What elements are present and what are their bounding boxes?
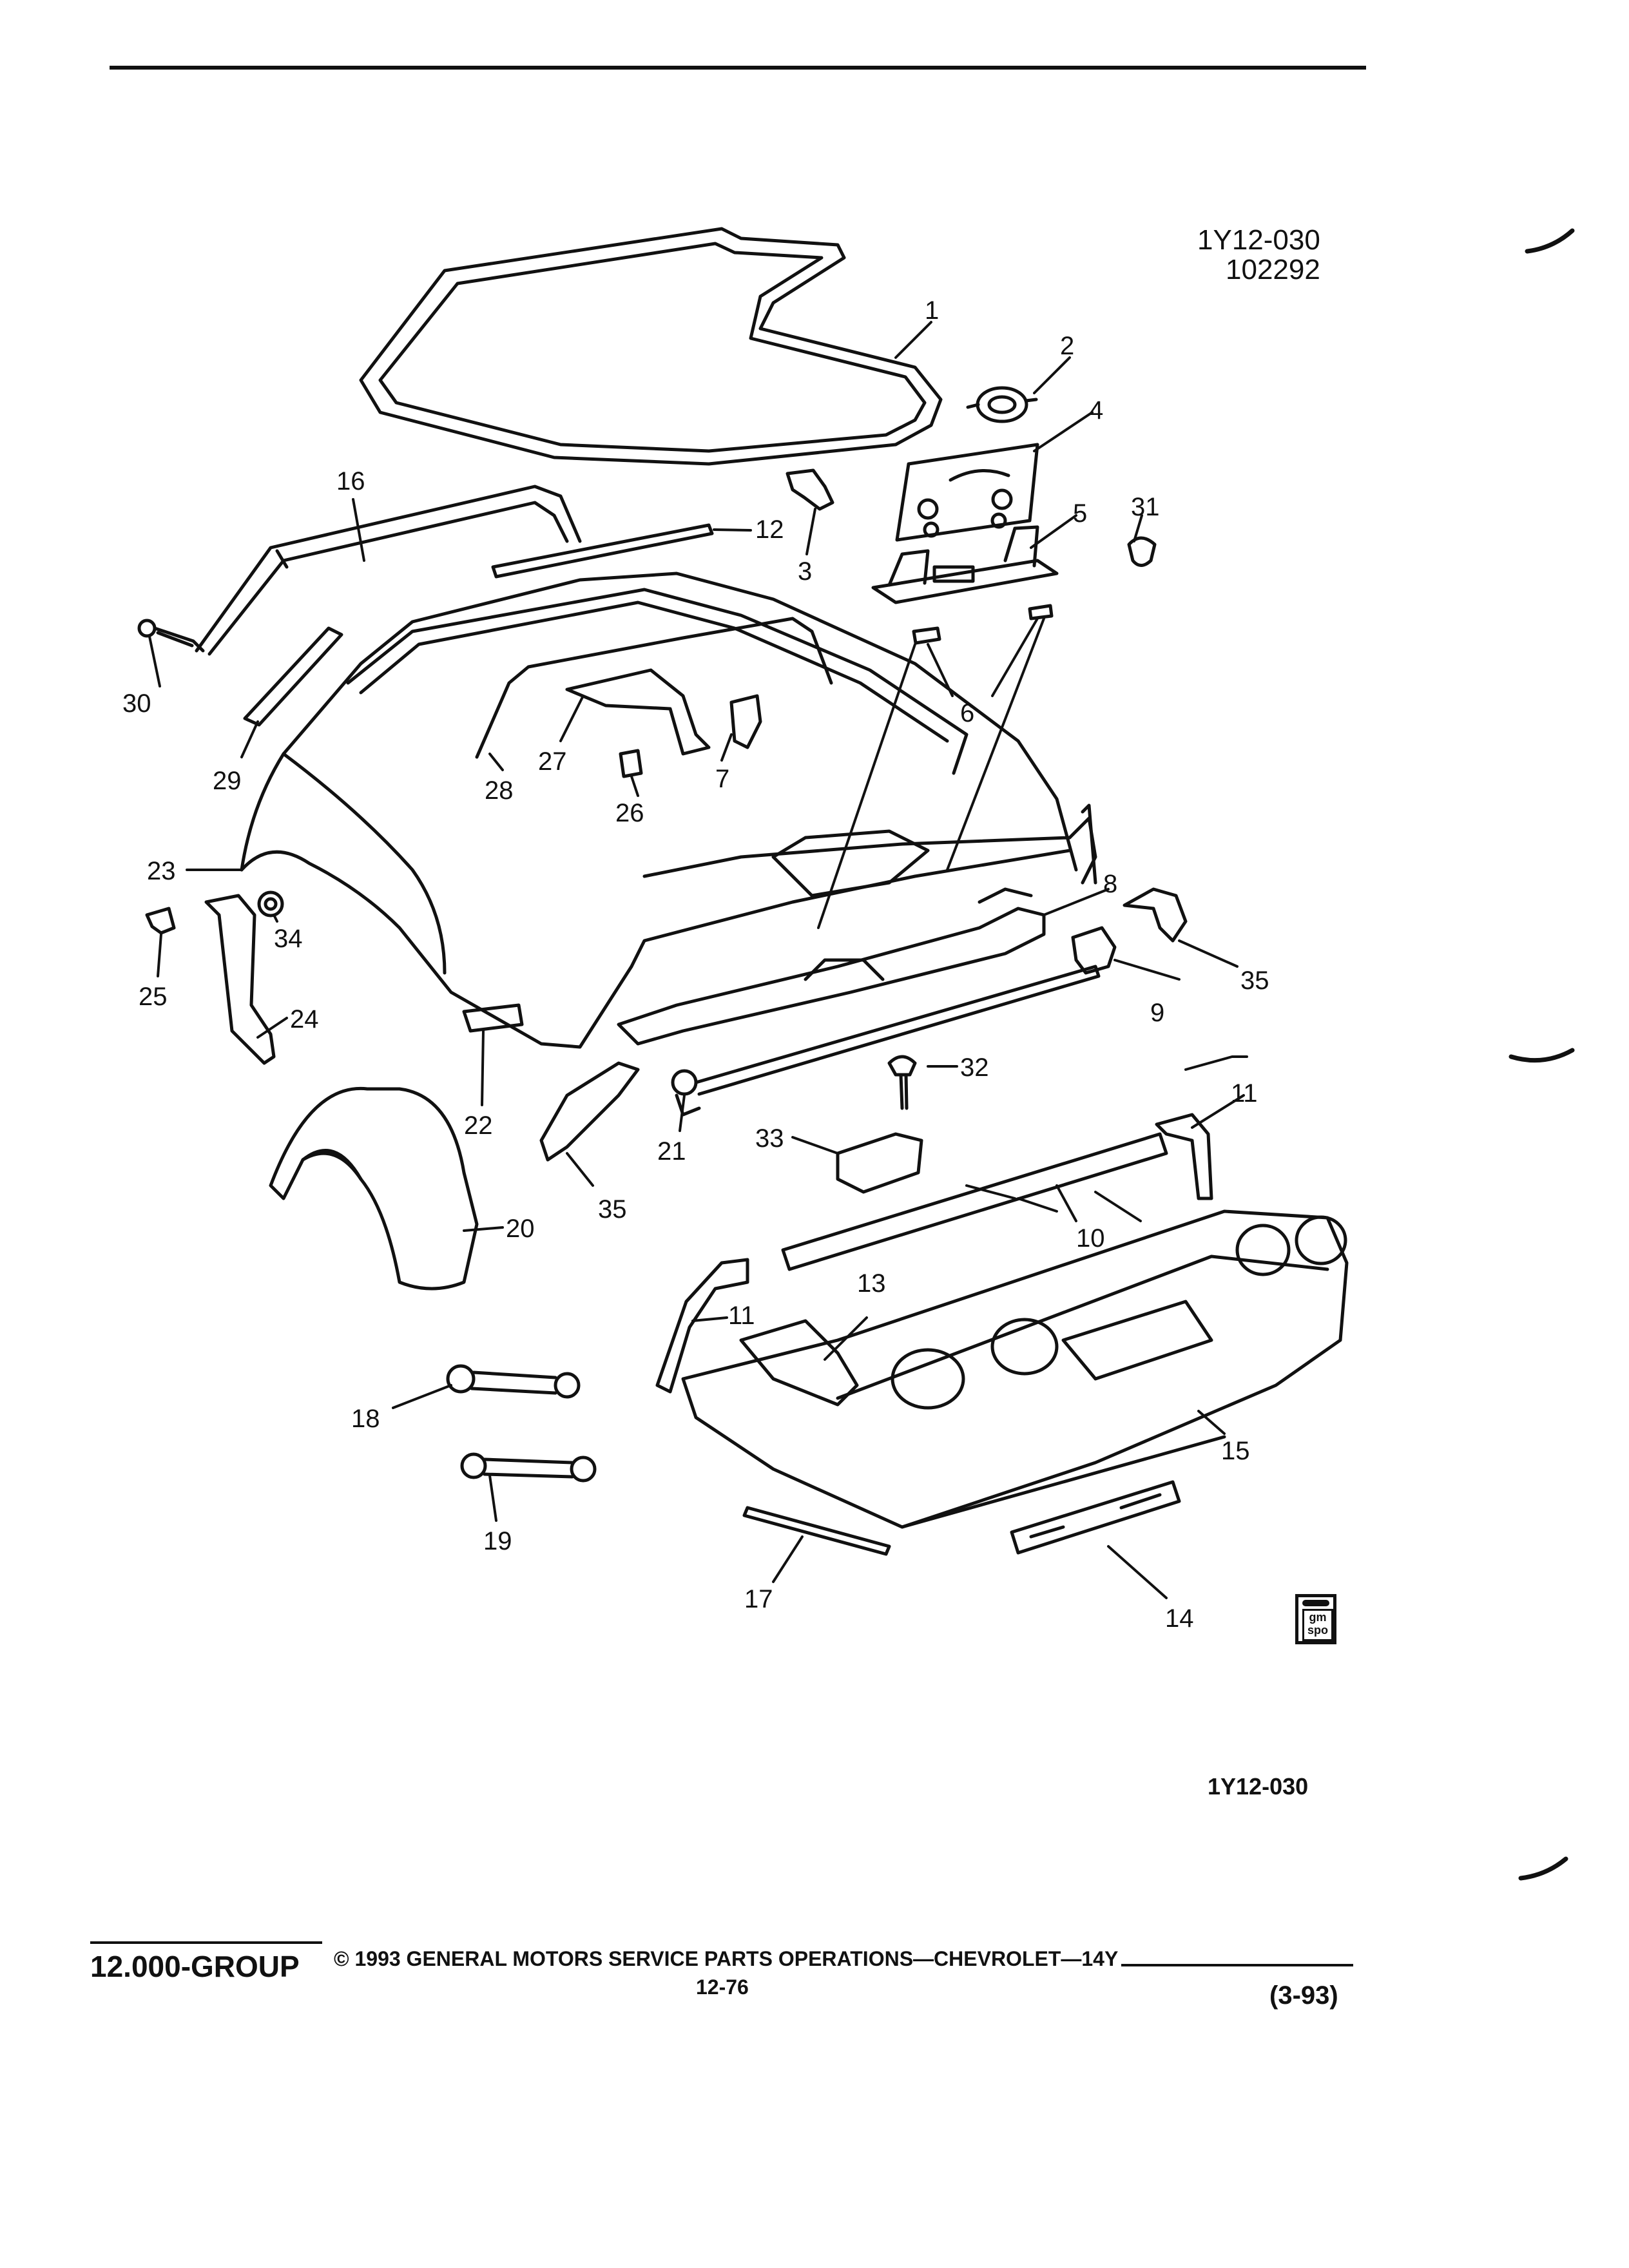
callout-14: 14 xyxy=(1165,1604,1194,1633)
callout-11-right: 11 xyxy=(1231,1079,1258,1108)
part-35-absorber-left xyxy=(539,1061,640,1162)
part-8-reinforcement xyxy=(617,887,1046,1046)
callout-12: 12 xyxy=(755,515,784,544)
callout-35-right: 35 xyxy=(1240,966,1269,995)
callout-19: 19 xyxy=(483,1527,512,1555)
callout-33: 33 xyxy=(755,1124,784,1153)
callout-24: 24 xyxy=(290,1005,319,1033)
part-18-link xyxy=(446,1364,581,1399)
group-label: 12.000-GROUP xyxy=(90,1950,300,1983)
part-11-reinforcement xyxy=(1155,1113,1213,1200)
callout-21: 21 xyxy=(657,1137,686,1166)
callout-10: 10 xyxy=(1076,1224,1105,1253)
callout-8: 8 xyxy=(1103,870,1117,898)
callout-27: 27 xyxy=(538,747,567,776)
callout-11-left: 11 xyxy=(728,1302,755,1330)
callout-numbers: 1 2 3 4 5 6 7 8 9 10 11 11 12 13 14 15 1… xyxy=(122,296,1269,1633)
callout-leaders xyxy=(148,321,1248,1599)
illustration-id-block: 1Y12-030 102292 xyxy=(1197,226,1320,285)
part-1-rear-window-glass xyxy=(359,227,943,466)
part-30-bolt xyxy=(137,619,205,653)
callout-26: 26 xyxy=(615,799,644,827)
callout-18: 18 xyxy=(351,1405,380,1433)
part-31-plug xyxy=(1127,536,1157,567)
callout-34: 34 xyxy=(274,925,303,953)
part-13-bracket xyxy=(739,1319,859,1407)
callout-15: 15 xyxy=(1221,1437,1250,1465)
callout-3: 3 xyxy=(798,557,812,586)
part-23-rear-body xyxy=(240,572,1097,1049)
part-15-rear-fascia xyxy=(681,1209,1349,1529)
part-28-trim xyxy=(475,617,833,759)
callout-16: 16 xyxy=(336,467,365,495)
part-32-fastener xyxy=(887,1055,917,1110)
footer-rule xyxy=(1121,1964,1353,1966)
callout-2: 2 xyxy=(1060,332,1074,360)
part-11-reinforcement-left xyxy=(655,1258,749,1394)
part-3-bracket xyxy=(786,468,834,511)
part-29-strip xyxy=(243,626,343,727)
callout-6: 6 xyxy=(960,699,974,727)
callout-25: 25 xyxy=(139,983,168,1011)
part-33-block xyxy=(836,1132,923,1194)
part-17-strip xyxy=(742,1506,891,1556)
part-26-clip xyxy=(619,749,643,778)
callout-28: 28 xyxy=(485,776,514,805)
callout-23: 23 xyxy=(147,857,176,885)
part-6-bumper xyxy=(912,626,941,645)
part-6-bumper xyxy=(1028,604,1054,620)
part-5-latch xyxy=(871,525,1059,604)
part-4-plate xyxy=(895,443,1039,542)
part-35-absorber xyxy=(1123,887,1188,943)
part-24-bracket xyxy=(204,894,276,1065)
part-34-grommet xyxy=(257,890,284,918)
part-12-molding xyxy=(491,523,714,579)
part-9-bracket xyxy=(1071,926,1117,975)
date-code: (3-93) xyxy=(1269,1981,1338,2010)
part-14-plate xyxy=(1010,1480,1181,1555)
part-21-bar xyxy=(671,965,1101,1117)
callout-20: 20 xyxy=(506,1215,535,1243)
callout-29: 29 xyxy=(213,767,242,795)
page-edge-marks xyxy=(1509,228,1575,1881)
part-2-bezel xyxy=(966,386,1038,423)
callout-32: 32 xyxy=(960,1053,989,1082)
part-16-weatherstrip xyxy=(195,485,582,656)
part-7-bracket xyxy=(729,694,762,749)
callout-35-left: 35 xyxy=(598,1195,627,1224)
top-rule xyxy=(110,66,1366,70)
callout-1: 1 xyxy=(925,296,939,325)
part-27-panel xyxy=(565,668,711,756)
revision-code: 102292 xyxy=(1226,254,1320,285)
illustration-id-footer: 1Y12-030 xyxy=(1208,1773,1309,1800)
part-25-clip xyxy=(145,907,176,935)
callout-30: 30 xyxy=(122,689,151,718)
callout-13: 13 xyxy=(857,1269,886,1298)
part-22-clip xyxy=(462,1003,524,1033)
gm-spo-logo: gm spo xyxy=(1295,1594,1336,1644)
callout-17: 17 xyxy=(744,1585,773,1613)
part-19-link xyxy=(460,1452,597,1483)
group-number: 12.000-GROUP xyxy=(90,1941,322,1984)
part-10-molding xyxy=(781,1132,1168,1271)
illustration-id: 1Y12-030 xyxy=(1197,224,1320,256)
callout-31: 31 xyxy=(1131,493,1160,521)
callout-9: 9 xyxy=(1150,999,1164,1027)
part-20-wheelhouse xyxy=(269,1086,479,1291)
callout-5: 5 xyxy=(1073,499,1087,528)
callout-22: 22 xyxy=(464,1111,493,1140)
callout-4: 4 xyxy=(1089,396,1103,425)
callout-7: 7 xyxy=(715,765,729,793)
copyright-text: © 1993 GENERAL MOTORS SERVICE PARTS OPER… xyxy=(334,1947,1119,1970)
page-number: 12-76 xyxy=(696,1975,749,1999)
logo-text: gm spo xyxy=(1302,1609,1333,1641)
group-underline xyxy=(90,1941,322,1944)
